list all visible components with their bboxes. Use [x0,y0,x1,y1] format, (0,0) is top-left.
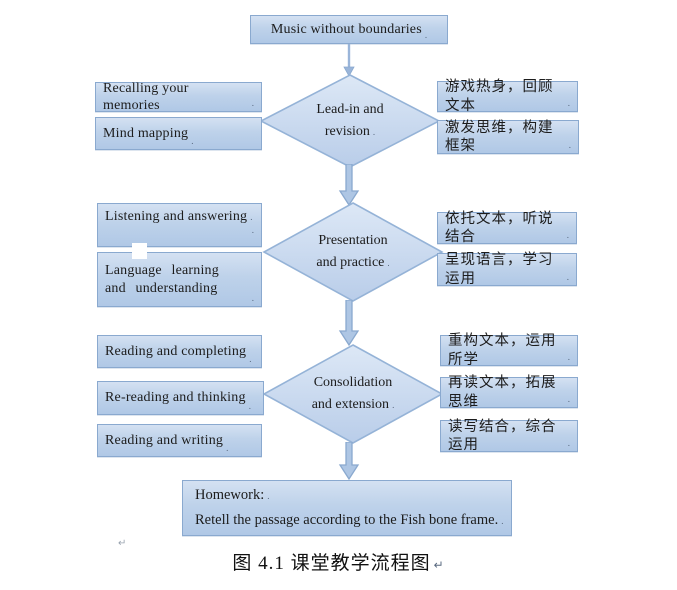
start-box-label: Music without boundaries [270,21,422,37]
step-label: Language learning and understanding [105,263,219,296]
note-box-reading-writing-combined: 读写结合，综合运用 . [440,418,578,453]
step-label: Mind mapping [103,125,189,141]
step-box-listening-answering: Listening and answering. . [97,203,262,247]
down-arrow-icon [338,164,360,206]
diamond-line-2: and practice. [316,255,390,270]
step-box-recalling-memories: Recalling your memories . [95,80,262,114]
stray-return-mark: ↵ [118,538,127,549]
paragraph-mark: . [424,30,428,41]
diamond-text: Lead-in and revision. [259,74,441,168]
step-box-reading-writing: Reading and writing . [97,424,262,457]
diamond-line-1: Lead-in and [316,102,384,118]
step-label: Re-reading and thinking [105,390,246,406]
note-box-reread-expand: 再读文本，拓展思维 . [440,375,578,410]
paragraph-mark: . [251,293,254,304]
paragraph-mark: . [567,394,570,405]
note-label: 依托文本，听说结合 [445,210,554,245]
paragraph-mark: . [387,258,390,268]
diamond-line-1: Presentation [318,233,388,249]
note-box-reconstruct-text: 重构文本，运用所学 . [440,333,578,368]
note-label: 再读文本，拓展思维 [448,375,557,410]
paragraph-mark: . [568,140,571,151]
paragraph-mark: . [567,438,570,449]
paragraph-mark: . [249,354,252,365]
paragraph-mark: . [248,401,251,412]
paragraph-mark: . [501,516,504,526]
figure-caption-text: 图 4.1 课堂教学流程图 [232,553,431,574]
paragraph-mark: . [250,212,253,222]
paragraph-mark: . [567,352,570,363]
diamond-text: Presentation and practice. [262,202,444,302]
diamond-presentation-practice: Presentation and practice. [262,202,444,302]
note-label: 呈现语言，学习运用 [445,252,554,287]
step-box-mind-mapping: Mind mapping . [95,117,262,150]
homework-line-2: Retell the passage according to the Fish… [195,512,504,528]
paragraph-mark: . [567,98,570,109]
homework-line-1: Homework:. [195,486,270,503]
step-box-language-learning: Language learning and understanding . [97,252,262,307]
diamond-line-1: Consolidation [313,375,393,391]
down-arrow-icon [338,442,360,480]
step-box-rereading-thinking: Re-reading and thinking . [97,381,264,415]
paragraph-mark: . [372,127,376,137]
note-label: 激发思维，构建框架 [445,119,554,154]
note-label: 游戏热身，回顾文本 [445,79,554,114]
paragraph-mark: . [566,272,569,283]
figure-caption: 图 4.1 课堂教学流程图↵ [0,548,677,575]
step-label: Recalling your memories [103,80,189,114]
diamond-shape-icon [262,202,444,302]
note-box-inspire-framework: 激发思维，构建框架 . [437,120,579,154]
diamond-line-2: and extension. [311,397,395,412]
return-mark: ↵ [433,558,445,572]
diamond-lead-in-revision: Lead-in and revision. [259,74,441,168]
diamond-line-2: revision. [324,124,376,139]
paragraph-mark: . [267,490,270,501]
diamond-shape-icon [262,344,444,444]
note-label: 重构文本，运用所学 [448,333,557,368]
paragraph-mark: . [251,98,254,109]
note-box-present-language: 呈现语言，学习运用 . [437,252,577,287]
note-box-text-listening: 依托文本，听说结合 . [437,210,577,245]
step-box-reading-completing: Reading and completing . [97,335,262,368]
homework-box: Homework:. Retell the passage according … [182,480,512,536]
scan-artifact-patch [132,243,147,259]
diamond-text: Consolidation and extension. [262,344,444,444]
paragraph-mark: . [191,136,194,147]
diamond-consolidation-extension: Consolidation and extension. [262,344,444,444]
step-label: Reading and writing [105,432,224,448]
paragraph-mark: . [392,400,395,410]
note-box-warmup-review: 游戏热身，回顾文本 . [437,79,578,114]
step-label-row: Listening and answering. [105,209,253,224]
paragraph-mark: . [566,230,569,241]
paragraph-mark: . [251,224,254,235]
paragraph-mark: . [226,443,229,454]
down-arrow-icon [338,300,360,346]
down-arrow-icon [343,44,355,77]
step-label: Reading and completing [105,343,247,359]
start-box: Music without boundaries . [250,15,448,44]
note-label: 读写结合，综合运用 [448,418,557,453]
